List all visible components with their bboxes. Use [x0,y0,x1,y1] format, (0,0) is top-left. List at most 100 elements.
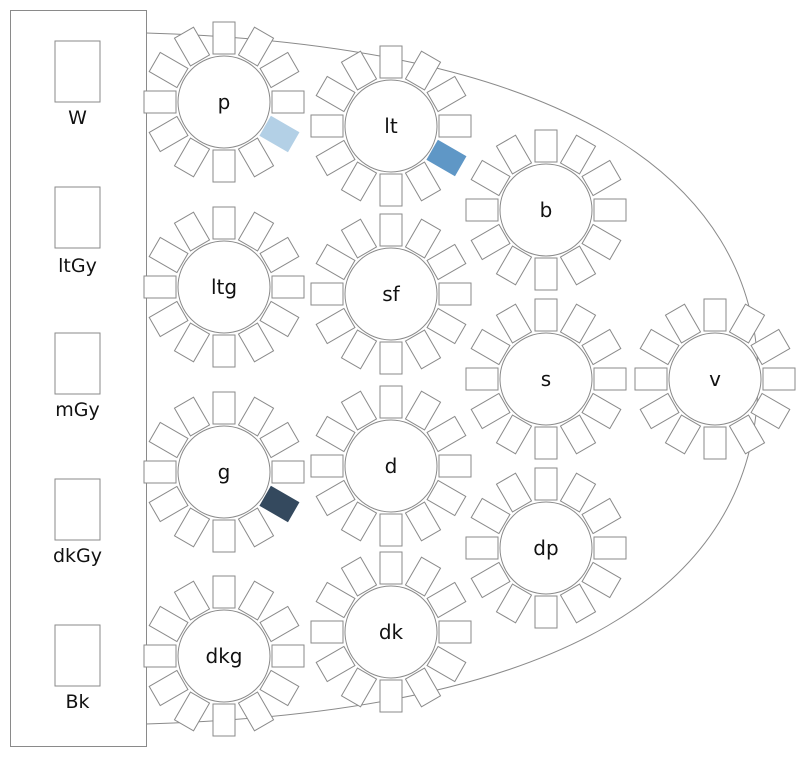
seat[interactable] [404,218,442,259]
seat[interactable] [212,21,236,55]
seat[interactable] [426,243,467,281]
table-top[interactable] [344,419,438,513]
seat[interactable] [404,161,442,202]
seat[interactable] [271,644,305,668]
seat[interactable] [465,536,499,560]
seat[interactable] [310,454,344,478]
seat[interactable] [470,392,511,430]
seat[interactable] [340,556,378,597]
seat[interactable] [379,679,403,713]
seat[interactable] [703,298,727,332]
seat[interactable] [559,472,597,513]
seat[interactable] [404,390,442,431]
seat[interactable] [271,460,305,484]
seat[interactable] [593,367,627,391]
seat[interactable] [438,114,472,138]
seat[interactable] [762,367,796,391]
seat[interactable] [750,328,791,366]
seat[interactable] [593,198,627,222]
seat[interactable] [237,322,275,363]
seat[interactable] [559,414,597,455]
seat[interactable] [340,667,378,708]
head-seat-ltgy[interactable]: ltGy [54,186,101,277]
head-seat-w[interactable]: W [54,40,101,129]
table-d[interactable]: d [310,385,472,547]
head-seat-dkgy[interactable]: dkGy [53,478,102,567]
seat[interactable] [470,497,511,535]
seat[interactable] [438,454,472,478]
seat[interactable] [340,390,378,431]
seat[interactable] [534,467,558,501]
seat[interactable] [310,282,344,306]
seat[interactable] [379,341,403,375]
seat[interactable] [438,620,472,644]
seat[interactable] [534,257,558,291]
seat[interactable] [259,51,300,89]
seat[interactable] [148,669,189,707]
seat[interactable] [426,645,467,683]
head-seat-box[interactable] [54,40,101,103]
table-top[interactable] [177,55,271,149]
seat[interactable] [495,134,533,175]
seat[interactable] [664,303,702,344]
table-top[interactable] [177,240,271,334]
seat[interactable] [259,669,300,707]
seat[interactable] [259,300,300,338]
seat[interactable] [310,114,344,138]
seat[interactable] [173,396,211,437]
table-top[interactable] [177,609,271,703]
seat[interactable] [426,307,467,345]
seat[interactable] [315,581,356,619]
seat[interactable] [495,583,533,624]
seat[interactable] [148,300,189,338]
seat[interactable] [340,501,378,542]
seat[interactable] [639,392,680,430]
seat[interactable] [703,426,727,460]
seat[interactable] [271,90,305,114]
seat[interactable] [495,472,533,513]
seat[interactable] [315,307,356,345]
seat[interactable] [581,497,622,535]
table-dkg[interactable]: dkg [143,575,305,737]
seat[interactable] [259,236,300,274]
seat[interactable] [310,620,344,644]
table-top[interactable] [499,163,593,257]
table-top[interactable] [344,79,438,173]
seat[interactable] [426,415,467,453]
seat[interactable] [148,236,189,274]
seat[interactable] [470,561,511,599]
head-seat-mgy[interactable]: mGy [54,332,101,421]
seat[interactable] [212,519,236,553]
seat[interactable] [379,385,403,419]
seat[interactable] [212,703,236,737]
seat[interactable] [470,223,511,261]
seat[interactable] [212,334,236,368]
seat[interactable] [534,129,558,163]
seat[interactable] [237,211,275,252]
seat[interactable] [259,485,300,523]
seat[interactable] [379,513,403,547]
table-s[interactable]: s [465,298,627,460]
table-top[interactable] [177,425,271,519]
seat[interactable] [143,275,177,299]
seat[interactable] [212,149,236,183]
seat[interactable] [173,26,211,67]
seat[interactable] [237,507,275,548]
seat[interactable] [315,243,356,281]
seat[interactable] [495,303,533,344]
seat[interactable] [315,479,356,517]
seat[interactable] [340,161,378,202]
seat[interactable] [173,211,211,252]
seat[interactable] [581,561,622,599]
table-dp[interactable]: dp [465,467,627,629]
seat[interactable] [639,328,680,366]
seat[interactable] [173,137,211,178]
seat[interactable] [404,556,442,597]
seat[interactable] [470,328,511,366]
seat[interactable] [404,501,442,542]
seat[interactable] [237,26,275,67]
head-seat-box[interactable] [54,478,101,541]
table-top[interactable] [344,585,438,679]
seat[interactable] [581,159,622,197]
seat[interactable] [340,50,378,91]
